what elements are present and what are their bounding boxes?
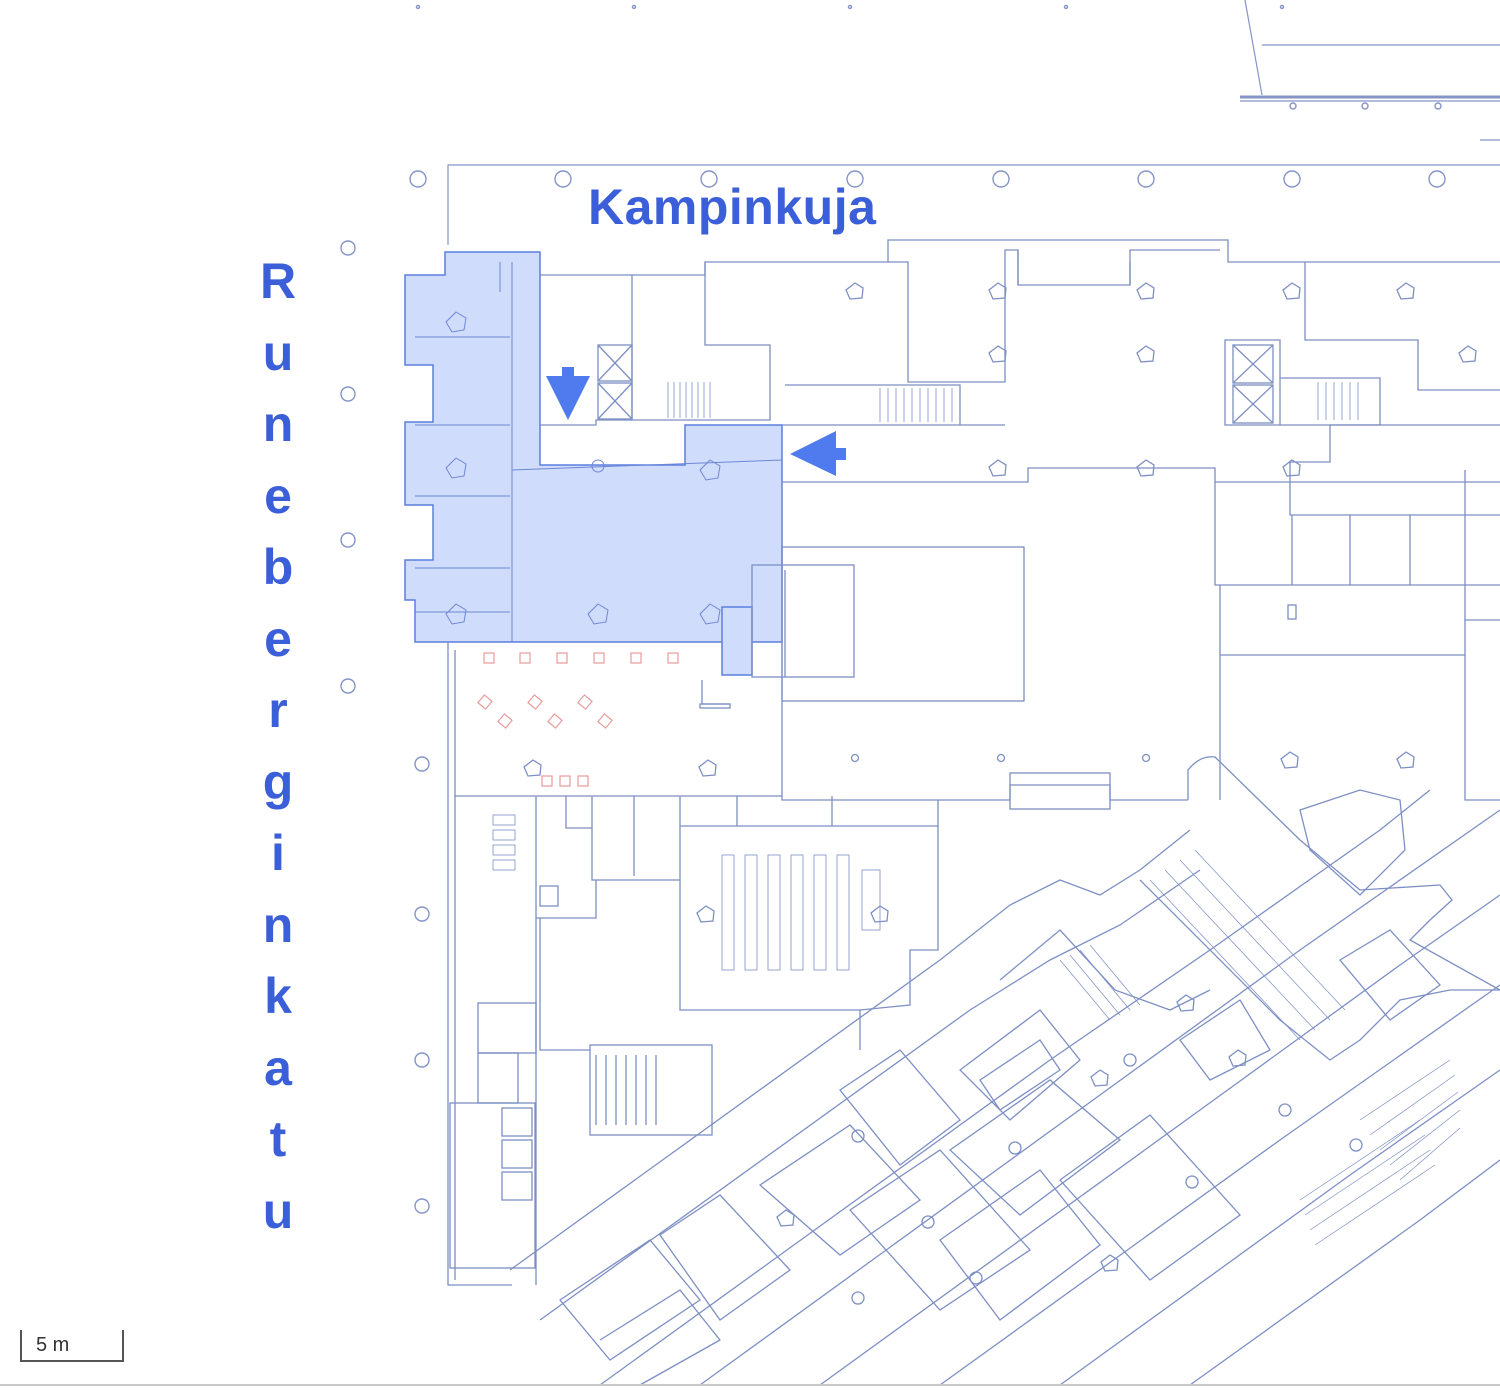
street-label-letter: n (262, 396, 294, 452)
street-label-letter: n (262, 896, 294, 953)
south-building (509, 756, 1500, 1386)
street-label-letter: i (271, 825, 285, 881)
page-bottom-rule (0, 1384, 1500, 1386)
street-label-kampinkuja: Kampinkuja (588, 179, 877, 235)
street-label-letter: u (262, 1182, 294, 1239)
entrance-arrows (546, 367, 846, 476)
arrow-down-icon (546, 367, 590, 420)
street-label-letter: k (264, 968, 292, 1024)
street-label-letter: b (262, 539, 294, 595)
street-label-letter: r (268, 682, 288, 738)
street-label-letter: R (259, 253, 297, 309)
arrow-left-icon (790, 431, 846, 476)
scale-bar: 5 m (20, 1330, 124, 1362)
street-label-letter: g (262, 753, 294, 810)
street-label-letter: t (269, 1111, 287, 1167)
columns (340, 4, 1446, 1214)
street-label-letter: a (264, 1039, 292, 1096)
scale-bar-label: 5 m (36, 1334, 70, 1356)
street-label-letter: e (264, 610, 292, 667)
street-label-letter: e (264, 467, 292, 524)
street-label-letter: u (262, 324, 294, 381)
furniture (477, 652, 679, 787)
